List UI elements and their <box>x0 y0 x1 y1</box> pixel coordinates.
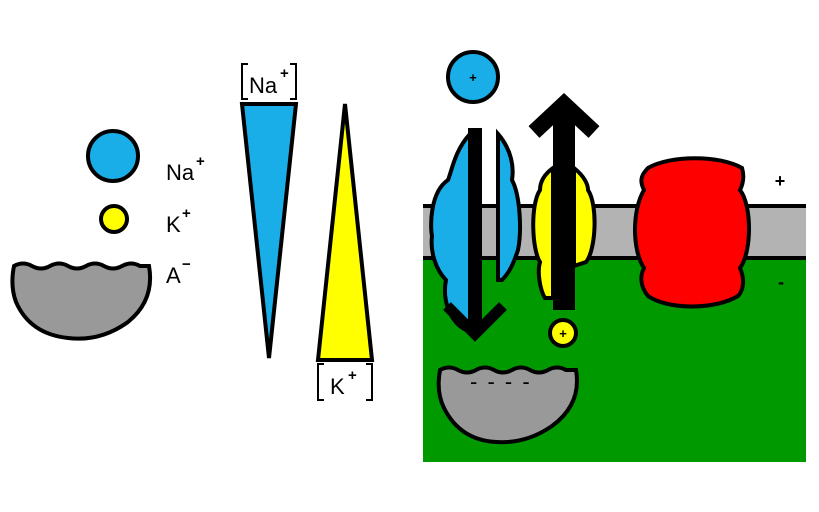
cell-membrane-panel: + + - - - - + - <box>423 50 806 462</box>
sodium-ion-outside-charge: + <box>469 70 477 85</box>
sodium-bracket-right <box>290 63 297 100</box>
sodium-channel-right-half <box>496 128 522 282</box>
potassium-ion-inside-charge: + <box>559 326 567 341</box>
legend-anion-symbol: A <box>166 263 181 288</box>
legend-anion-charge: − <box>182 256 191 273</box>
outside-positive-sign: + <box>775 171 786 191</box>
sodium-gradient-wedge <box>239 102 299 359</box>
potassium-bracket-left <box>317 363 324 401</box>
potassium-gradient-charge: + <box>348 367 357 384</box>
legend-potassium-charge: + <box>182 205 191 222</box>
potassium-channel-right-half <box>572 163 597 269</box>
potassium-efflux-arrow <box>528 93 600 310</box>
sodium-potassium-pump <box>633 156 751 309</box>
legend-potassium-symbol: K <box>166 212 181 237</box>
potassium-ion-icon <box>99 204 129 234</box>
anion-charge-dashes: - - - - <box>470 369 532 394</box>
potassium-efflux-arrow-head <box>528 93 600 138</box>
sodium-ion-outside <box>446 50 500 104</box>
sodium-ion-icon <box>86 129 140 183</box>
sodium-influx-arrow-head <box>443 302 507 342</box>
potassium-gradient-wedge <box>315 103 375 362</box>
sodium-bracket-left <box>241 63 248 100</box>
potassium-gradient-label: K <box>330 374 345 399</box>
intracellular-anion <box>436 365 579 445</box>
anion-icon <box>10 261 153 341</box>
potassium-gradient: K + <box>315 103 375 401</box>
sodium-gradient: Na + <box>239 63 299 359</box>
sodium-influx-arrow <box>443 128 507 342</box>
legend-sodium-symbol: Na <box>166 160 195 185</box>
legend: Na + K + A − <box>10 129 205 341</box>
potassium-ion-inside <box>548 318 578 348</box>
potassium-channel-left-half <box>531 164 555 300</box>
legend-sodium-charge: + <box>196 153 205 170</box>
sodium-gradient-charge: + <box>280 65 289 82</box>
inside-negative-sign: - <box>778 272 784 292</box>
potassium-bracket-right <box>366 363 373 401</box>
sodium-gradient-label: Na <box>249 73 278 98</box>
potassium-channel <box>531 163 597 300</box>
